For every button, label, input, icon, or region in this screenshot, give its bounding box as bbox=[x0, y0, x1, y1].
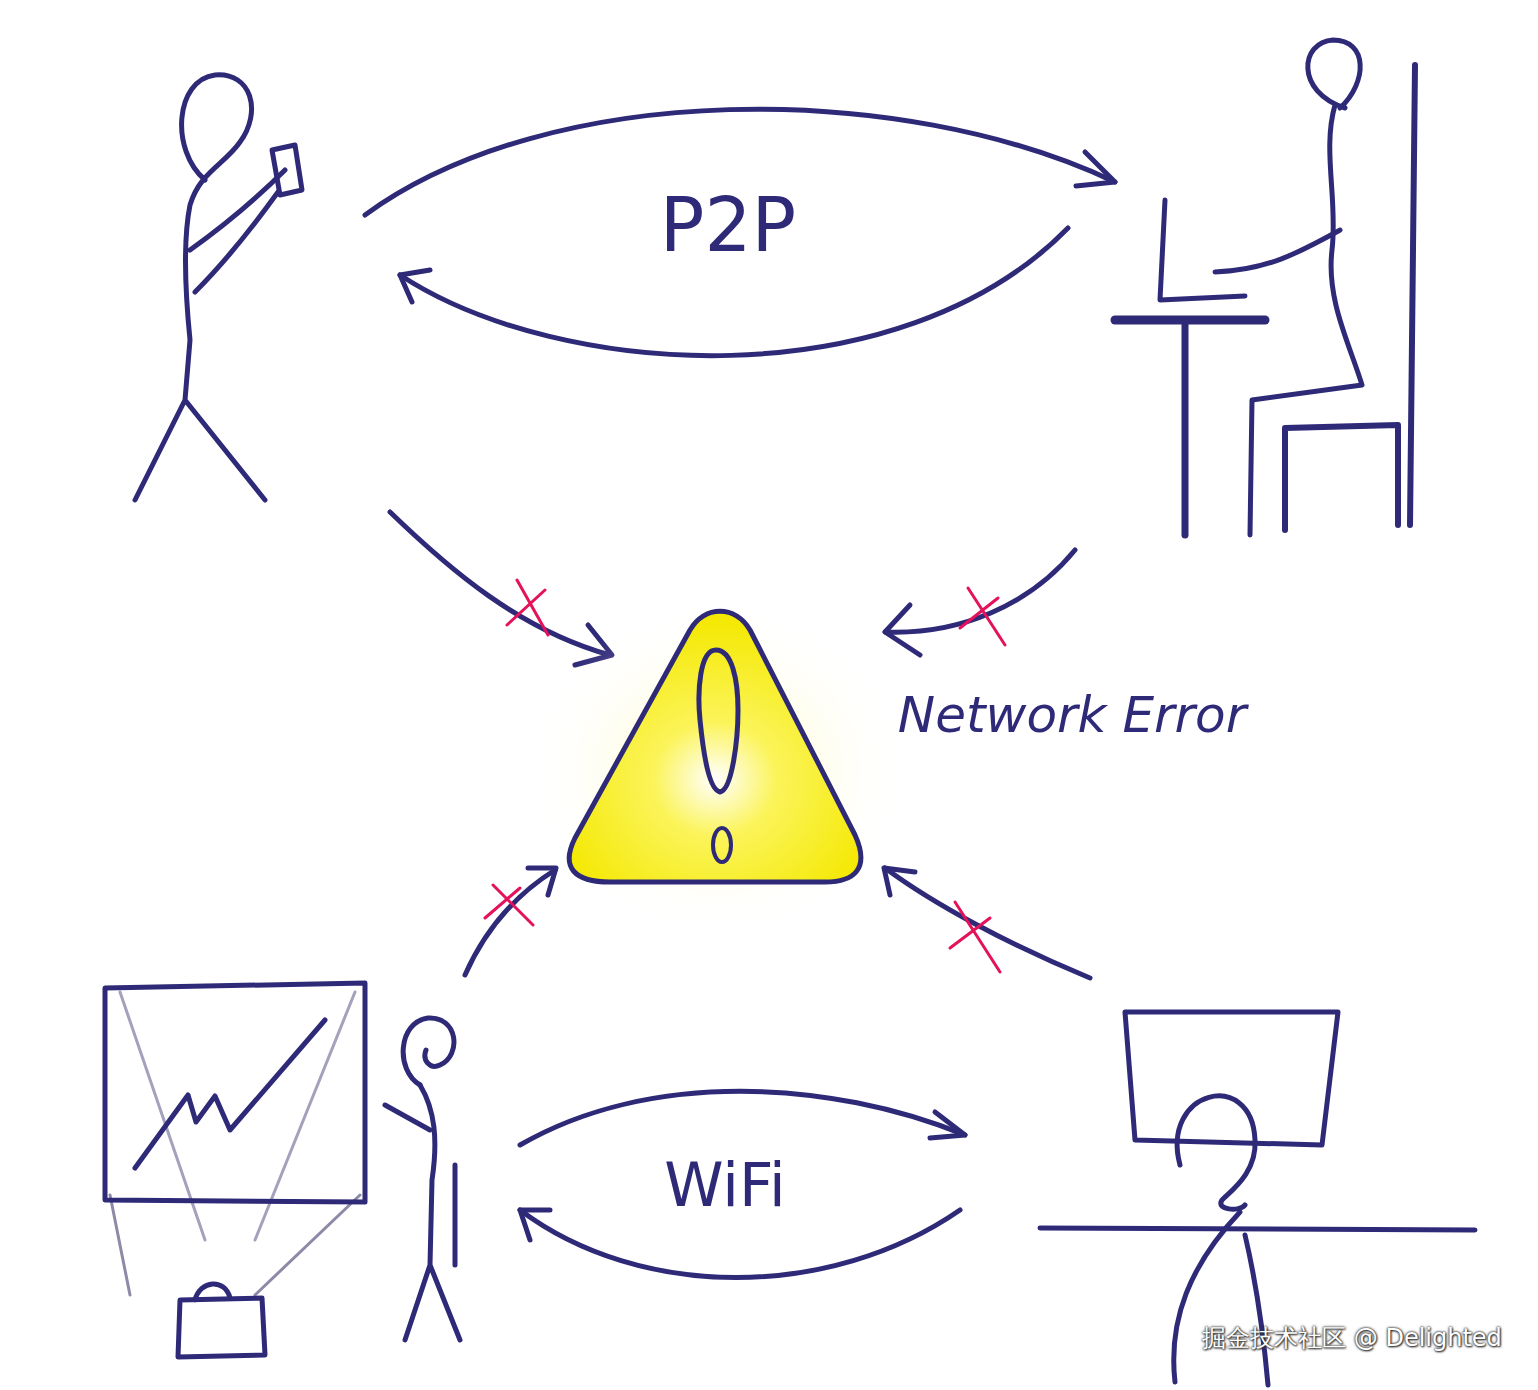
wifi-arrows bbox=[520, 1091, 965, 1277]
person-phone bbox=[135, 75, 302, 500]
failed-arrows bbox=[390, 512, 1090, 978]
p2p-arrows bbox=[365, 109, 1115, 355]
presenter bbox=[105, 983, 460, 1357]
person-laptop bbox=[1115, 40, 1415, 535]
warning-triangle bbox=[528, 605, 908, 935]
error-label: Network Error bbox=[898, 690, 1247, 740]
wifi-label: WiFi bbox=[664, 1155, 786, 1215]
p2p-label: P2P bbox=[660, 188, 796, 262]
watermark: 掘金技术社区 @ Delighted bbox=[1202, 1326, 1502, 1350]
cross-marks bbox=[485, 580, 1005, 972]
